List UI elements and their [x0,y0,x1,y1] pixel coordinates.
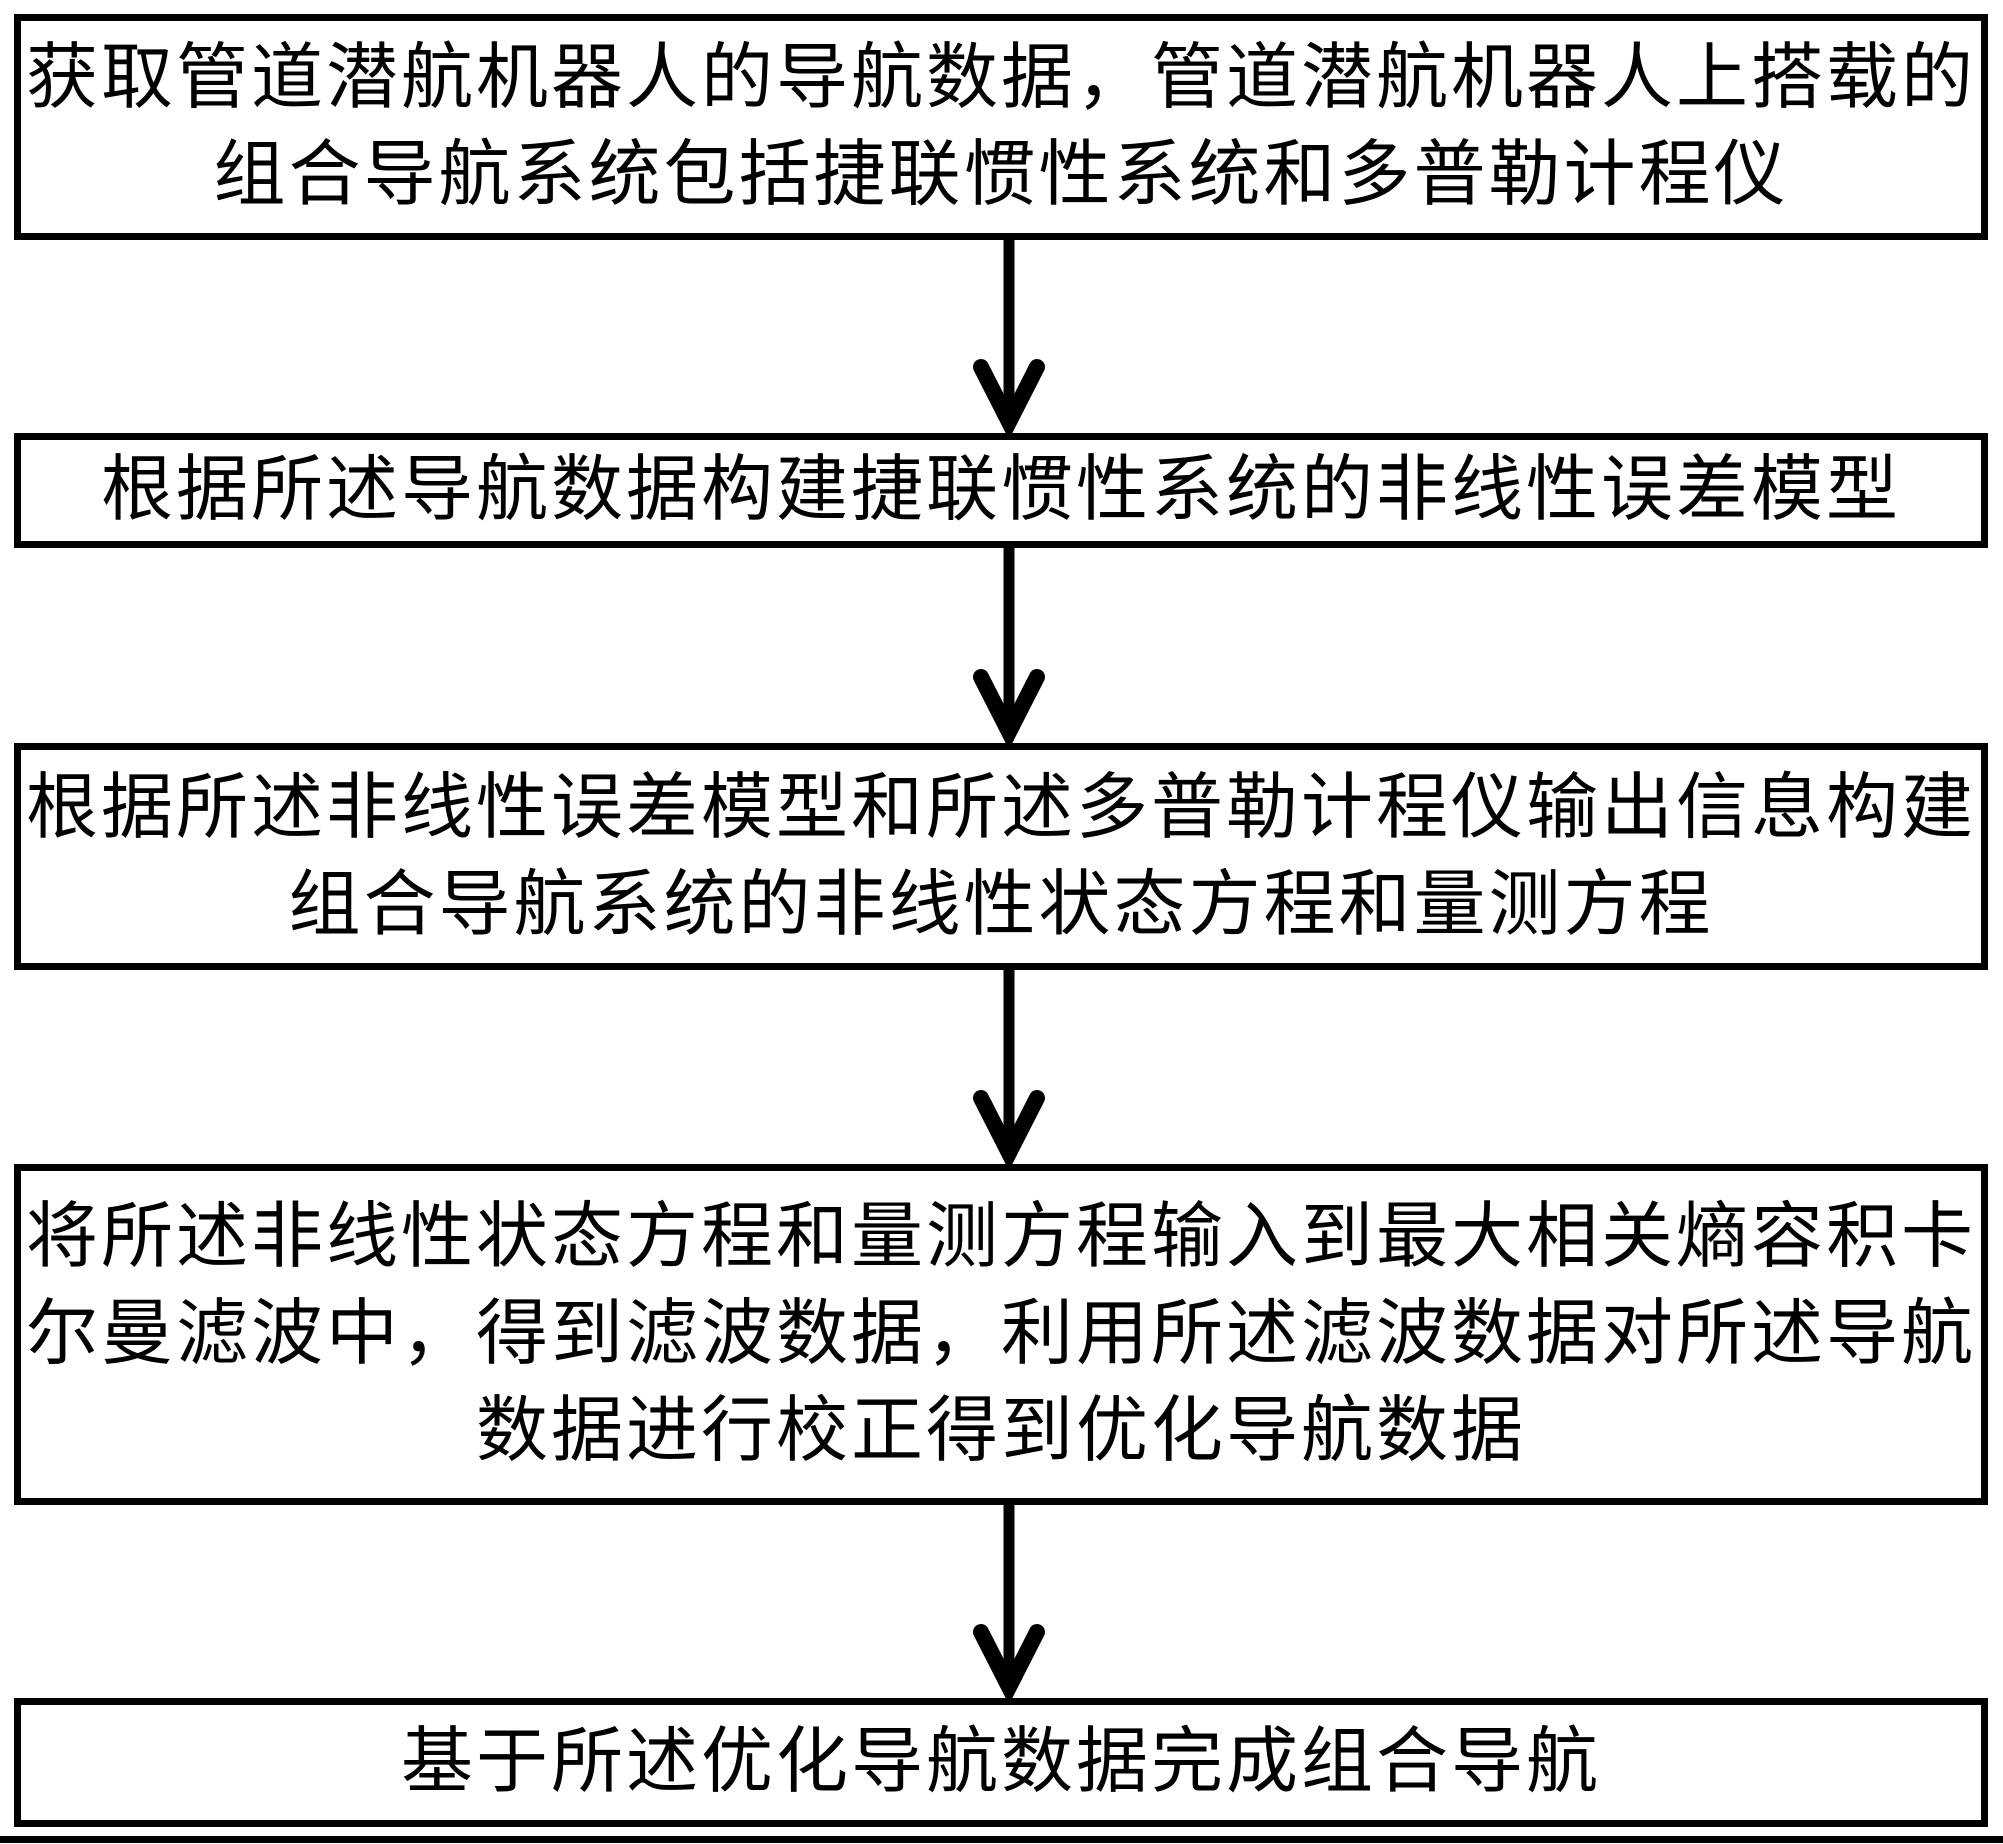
arrow-down-icon [973,970,1045,1164]
arrow-down-icon [973,548,1045,743]
connector-4 [14,1505,1988,1698]
step-box-3: 根据所述非线性误差模型和所述多普勒计程仪输出信息构建 组合导航系统的非线性状态方… [14,743,1988,970]
step-box-1: 获取管道潜航机器人的导航数据，管道潜航机器人上搭载的 组合导航系统包括捷联惯性系… [14,14,1988,240]
step-box-2: 根据所述导航数据构建捷联惯性系统的非线性误差模型 [14,433,1988,548]
step-box-5: 基于所述优化导航数据完成组合导航 [14,1698,1988,1827]
step-2-text: 根据所述导航数据构建捷联惯性系统的非线性误差模型 [100,450,1901,530]
flowchart: 获取管道潜航机器人的导航数据，管道潜航机器人上搭载的 组合导航系统包括捷联惯性系… [14,14,1988,1827]
connector-2 [14,548,1988,743]
step-1-text: 获取管道潜航机器人的导航数据，管道潜航机器人上搭载的 组合导航系统包括捷联惯性系… [25,38,1976,215]
bottom-rule [0,1836,2003,1843]
arrow-down-icon [973,240,1045,433]
connector-3 [14,970,1988,1164]
step-3-text: 根据所述非线性误差模型和所述多普勒计程仪输出信息构建 组合导航系统的非线性状态方… [25,767,1976,945]
arrow-down-icon [973,1505,1045,1698]
step-5-text: 基于所述优化导航数据完成组合导航 [400,1722,1601,1802]
step-box-4: 将所述非线性状态方程和量测方程输入到最大相关熵容积卡 尔曼滤波中，得到滤波数据，… [14,1164,1988,1505]
step-4-text: 将所述非线性状态方程和量测方程输入到最大相关熵容积卡 尔曼滤波中，得到滤波数据，… [25,1197,1976,1471]
connector-1 [14,240,1988,433]
